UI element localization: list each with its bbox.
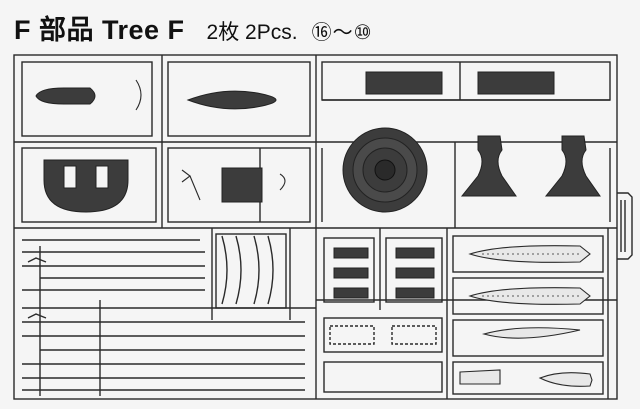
part-float-3 [481, 327, 581, 339]
header: F 部品 Tree F 2枚 2Pcs. ⑯〜⑩ [14, 8, 373, 48]
part-block-b [477, 71, 555, 95]
part-fuel-tank [35, 87, 96, 105]
part-bar-5 [395, 267, 435, 279]
sprue-title: F 部品 Tree F [14, 15, 185, 45]
part-strut-right [544, 135, 601, 197]
sprue-tab [617, 192, 633, 260]
part-float-2 [468, 287, 591, 305]
part-number-range: ⑯〜⑩ [311, 20, 373, 44]
part-float-4 [538, 372, 593, 387]
part-wheel [342, 127, 428, 213]
part-bar-4 [395, 247, 435, 259]
part-bar-2 [333, 267, 369, 279]
part-bar-6 [395, 287, 435, 299]
part-square-plate [221, 167, 263, 203]
part-block-a [365, 71, 443, 95]
part-float-1 [468, 245, 591, 263]
part-strut-left [460, 135, 517, 197]
part-hook-2 [181, 169, 191, 183]
part-hook-1 [135, 79, 142, 111]
part-nose-cowling [43, 159, 129, 213]
piece-count: 2枚 2Pcs. [206, 21, 298, 44]
part-drop-tank [186, 90, 277, 110]
part-hook-3 [279, 173, 286, 191]
part-bar-3 [333, 287, 369, 299]
part-small-frame [459, 369, 501, 385]
part-bar-1 [333, 247, 369, 259]
